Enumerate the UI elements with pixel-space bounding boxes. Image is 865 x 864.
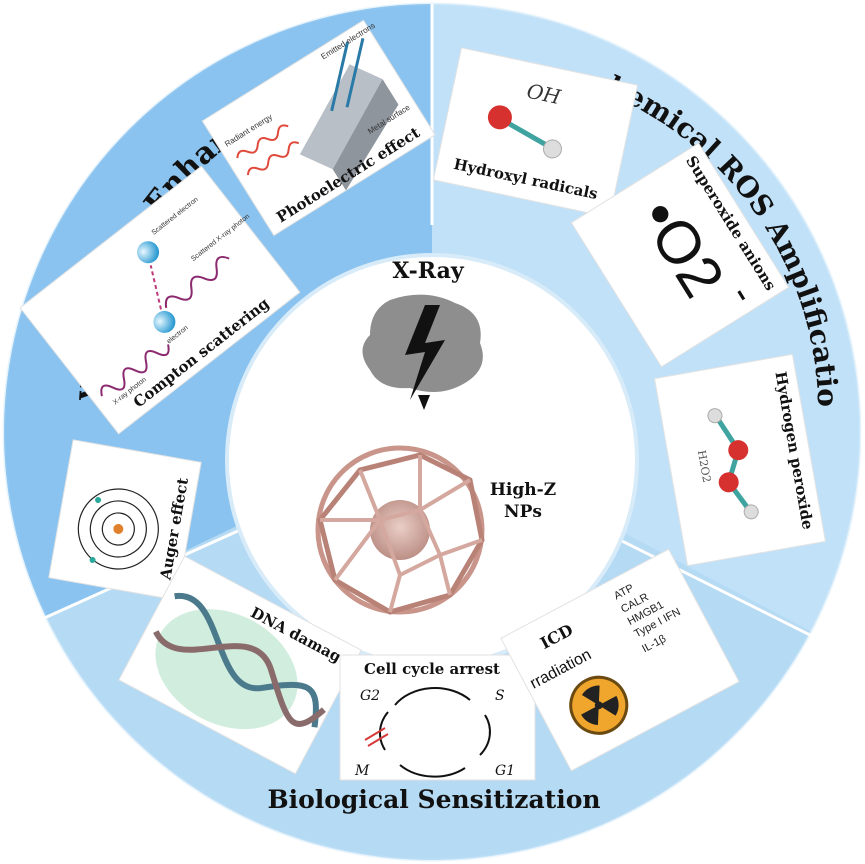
cell-cycle-card: Cell cycle arrest G2 S M G1 bbox=[339, 654, 536, 781]
biological-title: Biological Sensitization bbox=[267, 785, 600, 814]
hydroxyl-card: OH Hydroxyl radicals bbox=[432, 47, 639, 218]
lightning-icon bbox=[362, 294, 483, 410]
svg-text:G1: G1 bbox=[495, 763, 515, 779]
np-label-line1: High-Z bbox=[490, 480, 556, 500]
svg-text:G2: G2 bbox=[360, 688, 380, 704]
peroxide-card: H2O2 Hydrogen peroxide bbox=[653, 353, 827, 567]
cell-cycle-caption: Cell cycle arrest bbox=[364, 660, 500, 678]
superoxide-card: •O2 - Superoxide anions bbox=[570, 142, 790, 368]
radiation-icon bbox=[569, 675, 629, 735]
icd-card: ICD rradiation ATP CALR HMGB1 Type I IFN… bbox=[500, 548, 740, 772]
nanoparticle-cage bbox=[315, 445, 485, 615]
svg-text:H2O2: H2O2 bbox=[695, 449, 713, 483]
np-label-line2: NPs bbox=[504, 502, 542, 522]
xray-label: X-Ray bbox=[392, 258, 464, 284]
dna-card: DNA damage bbox=[118, 555, 362, 775]
svg-text:M: M bbox=[354, 763, 370, 779]
svg-text:S: S bbox=[495, 688, 505, 704]
